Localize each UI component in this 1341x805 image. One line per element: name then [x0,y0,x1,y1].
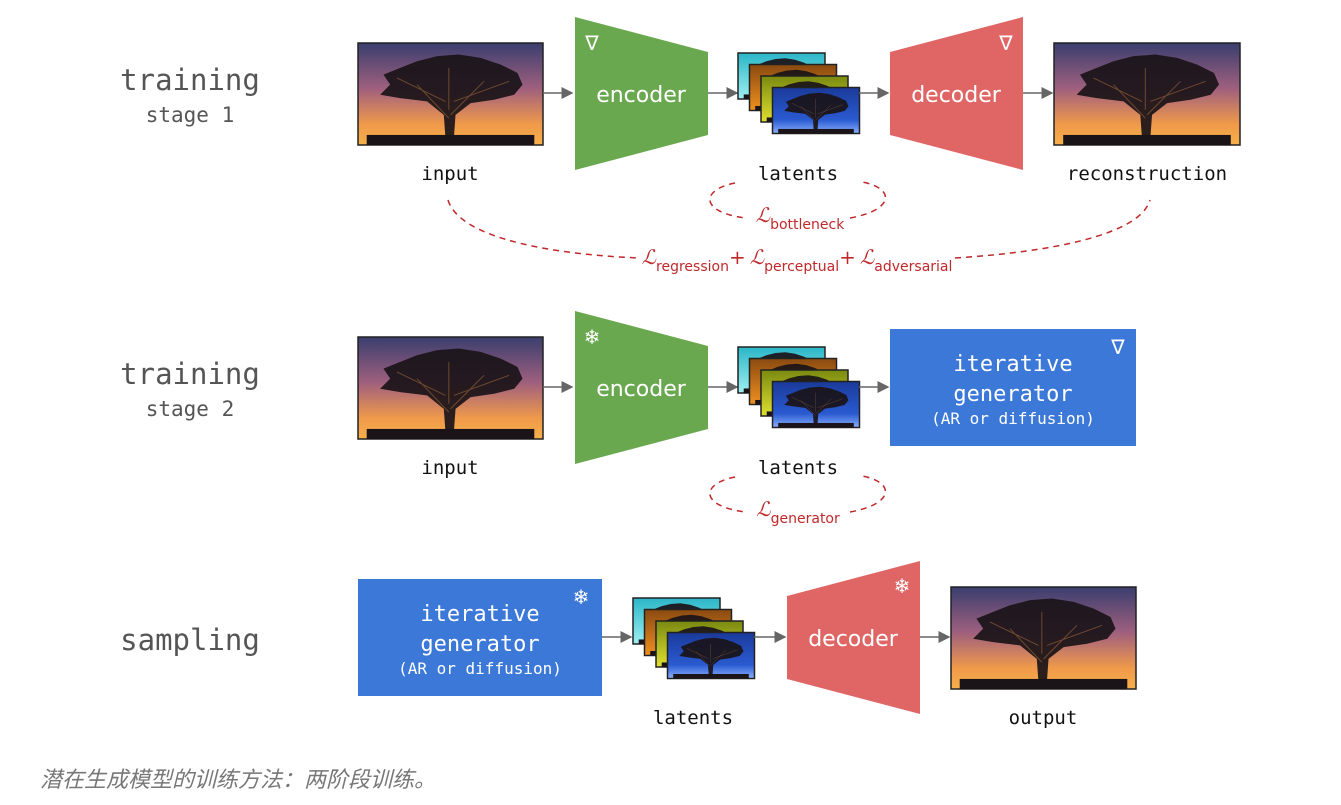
figure-caption: 潜在生成模型的训练方法：两阶段训练。 [40,768,437,793]
generator-line3: (AR or diffusion) [931,409,1095,428]
reconstruction-loss: ℒregression+ℒperceptual+ℒadversarial [642,245,953,275]
decoder-label: decoder [808,627,899,652]
generator-line1: iterative [420,602,539,627]
generator-line2: generator [420,632,539,657]
latents-label: latents [653,707,733,729]
latents-label: latents [758,163,838,185]
encoder-label: encoder [596,377,687,402]
snowflake-icon: ❄ [584,325,601,349]
encoder-block [575,311,708,464]
input-label: input [421,163,478,185]
latents-stack [632,597,756,680]
encoder-block [575,17,708,170]
input-label: input [421,457,478,479]
stage1-title: training [120,63,260,97]
generator-loop [709,475,887,513]
stage2-title: training [120,357,260,391]
sampling-title: sampling [120,623,260,657]
decoder-block [890,17,1023,170]
input-image [357,42,544,146]
snowflake-icon: ❄ [894,574,911,598]
encoder-label: encoder [596,83,687,108]
generator-block [890,329,1136,446]
generator-line2: generator [953,382,1072,407]
reconstruction-image [1053,42,1241,146]
generator-block [358,579,602,696]
decoder-block [787,561,920,714]
output-label: output [1009,707,1078,729]
generator-loss: ℒgenerator [756,497,840,527]
nabla-icon: ∇ [584,31,599,55]
snowflake-icon: ❄ [573,585,590,609]
stage2-subtitle: stage 2 [146,397,235,421]
reconstruction-loss-curve [447,199,1151,259]
bottleneck-loss: ℒbottleneck [756,203,846,233]
latents-stack [737,346,861,429]
latents-stack [737,52,861,135]
output-image [950,586,1137,690]
generator-line1: iterative [953,352,1072,377]
latents-label: latents [758,457,838,479]
stage1-subtitle: stage 1 [146,103,235,127]
reconstruction-label: reconstruction [1067,163,1227,185]
generator-line3: (AR or diffusion) [398,659,562,678]
input-image [357,336,544,440]
decoder-label: decoder [911,83,1002,108]
nabla-icon: ∇ [998,31,1013,55]
nabla-icon: ∇ [1110,335,1125,359]
bottleneck-loop [709,181,887,219]
